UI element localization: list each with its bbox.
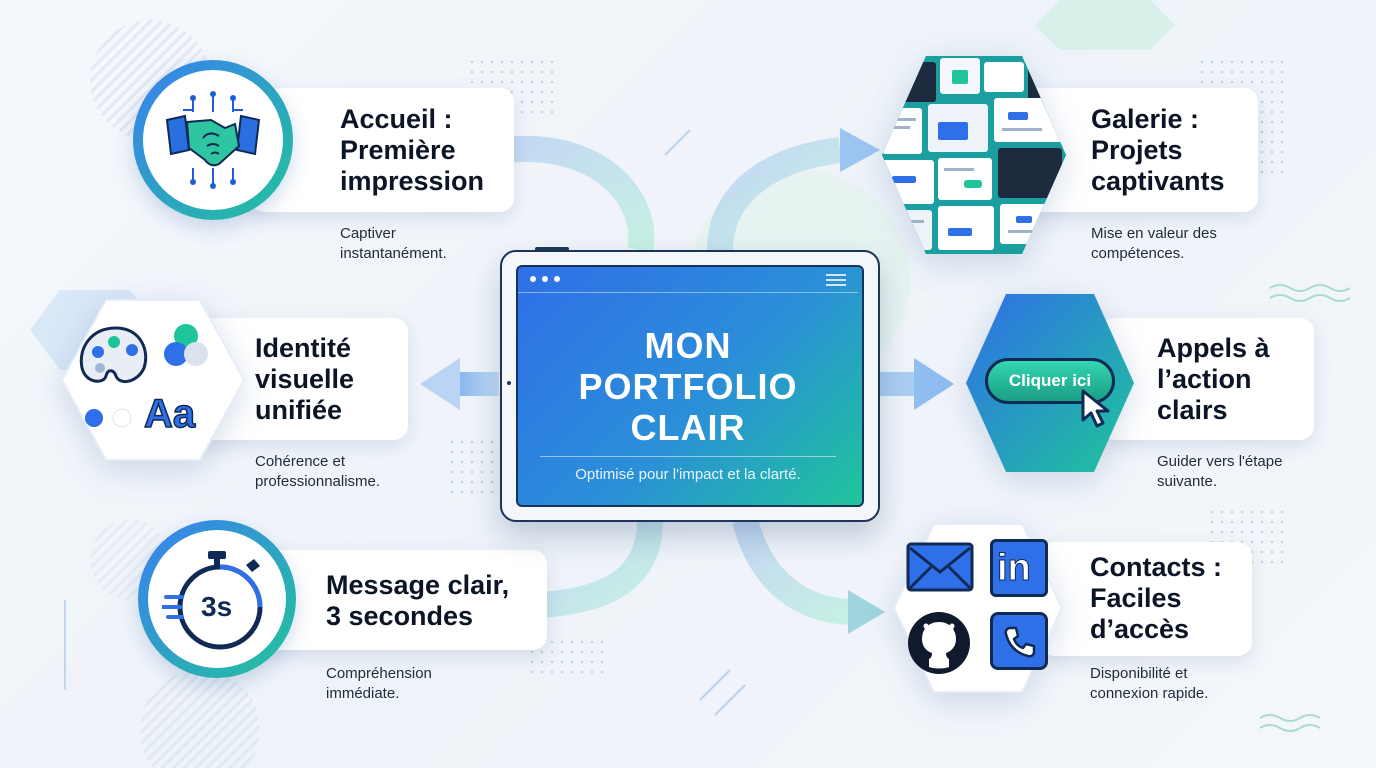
github-icon[interactable] [906,610,972,676]
gallery-thumbnails-icon [882,56,1066,254]
accueil-title: Accueil : Première impression [340,104,485,196]
stopwatch-icon [162,551,263,650]
cursor-icon [1081,389,1110,428]
window-dot [554,276,560,282]
tablet-camera [507,381,511,385]
linkedin-icon-label: in [997,547,1032,590]
accueil-description: Captiver instantanément. [340,225,447,262]
hamburger-menu-icon-line [826,284,846,286]
appels-description: Guider vers l'étape suivante. [1157,453,1283,490]
phone-icon[interactable] [990,612,1048,670]
contacts-card [1040,542,1252,656]
window-dot [542,276,548,282]
mail-icon[interactable] [906,542,974,592]
identite-description: Cohérence et professionnalisme. [255,453,381,490]
cta-button[interactable]: Cliquer ici [985,358,1115,404]
identite-title: Identité visuelle unifiée [255,333,355,425]
appels-card [1100,318,1314,440]
portfolio-screen [516,265,864,507]
message-card [255,550,547,650]
window-dot [530,276,536,282]
palette-icon [79,324,208,428]
typography-sample: Aa [143,391,196,437]
appels-title: Appels à l’action clairs [1157,333,1270,425]
message-description: Compréhension immédiate. [326,665,432,702]
hamburger-menu-icon-line [826,279,846,281]
contacts-description: Disponibilité et connexion rapide. [1090,665,1209,702]
galerie-title: Galerie : Projets captivants [1091,104,1225,196]
hero-subtitle: Optimisé pour l'impact et la clarté. [575,466,801,483]
accueil-card [250,88,514,212]
tablet-top-button [535,247,569,251]
hero-title: MON PORTFOLIO CLAIR [578,325,798,448]
contacts-title: Contacts : Faciles d’accès [1090,552,1223,644]
hamburger-menu-icon[interactable] [826,274,846,276]
stopwatch-label: 3s [201,591,233,622]
galerie-description: Mise en valeur des compétences. [1091,225,1217,262]
linkedin-icon[interactable]: in [990,539,1048,597]
screen-header-divider [518,292,858,293]
hero-divider [540,456,836,457]
message-title: Message clair, 3 secondes [326,570,510,631]
handshake-icon [165,91,261,189]
